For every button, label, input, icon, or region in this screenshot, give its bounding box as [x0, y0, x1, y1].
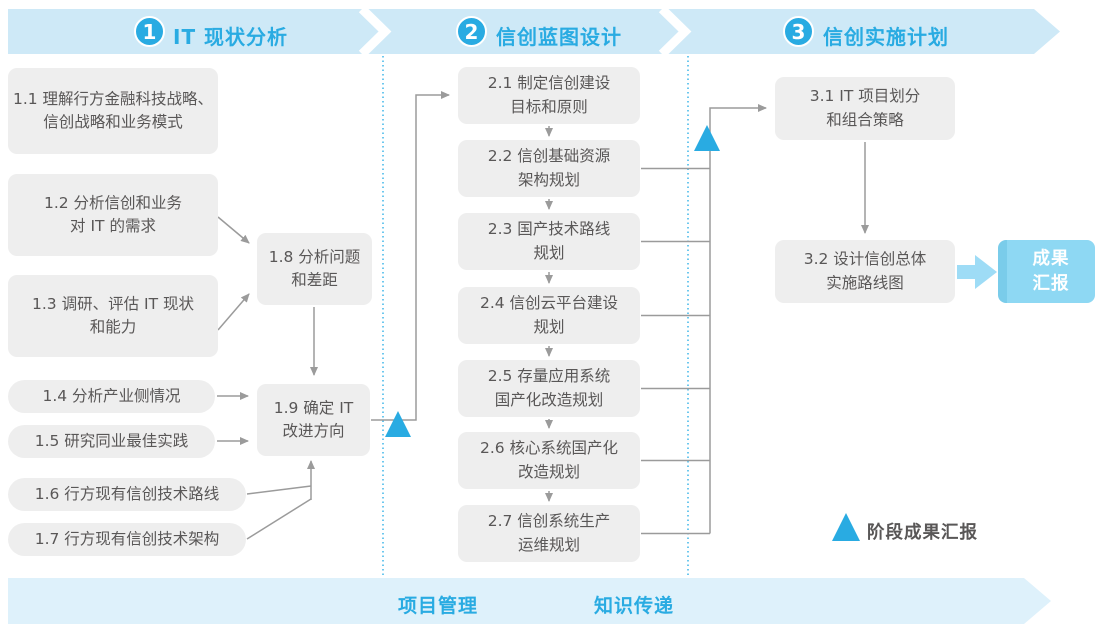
box-2-1-line1: 2.1 制定信创建设 — [487, 74, 611, 93]
box-2-5-line1: 2.5 存量应用系统 — [487, 367, 611, 386]
box-3-2-line1: 3.2 设计信创总体 — [803, 250, 927, 269]
box-3-2-line2: 实施路线图 — [826, 273, 904, 292]
box-2-3: 2.3 国产技术路线 规划 — [458, 213, 640, 270]
box-2-6-line2: 改造规划 — [517, 462, 580, 481]
box-2-4-line2: 规划 — [533, 317, 565, 336]
box-2-5: 2.5 存量应用系统 国产化改造规划 — [458, 360, 640, 417]
box-3-2: 3.2 设计信创总体 实施路线图 — [775, 240, 955, 303]
box-2-1-line2: 目标和原则 — [510, 97, 588, 116]
box-1-8: 1.8 分析问题 和差距 — [257, 233, 372, 305]
box-2-2-line2: 架构规划 — [517, 170, 580, 189]
phase-1-badge: 1 — [134, 16, 165, 47]
box-1-5: 1.5 研究同业最佳实践 — [8, 425, 215, 458]
connector-1-7-to-1-9 — [246, 498, 312, 540]
box-1-4-label: 1.4 分析产业侧情况 — [42, 386, 181, 405]
box-2-6-line1: 2.6 核心系统国产化 — [479, 439, 619, 458]
box-2-2: 2.2 信创基础资源 架构规划 — [458, 140, 640, 197]
box-2-7-line1: 2.7 信创系统生产 — [487, 512, 611, 531]
box-2-2-line1: 2.2 信创基础资源 — [487, 147, 611, 166]
ribbon-chevron-separator-1 — [358, 5, 392, 58]
box-1-6-label: 1.6 行方现有信创技术路线 — [34, 484, 220, 503]
box-1-2: 1.2 分析信创和业务 对 IT 的需求 — [8, 174, 218, 256]
milestone-triangle-phase1-icon — [385, 411, 411, 437]
box-2-1: 2.1 制定信创建设 目标和原则 — [458, 67, 640, 124]
connector-1-6-to-1-9 — [246, 485, 312, 495]
phase-3-badge: 3 — [783, 16, 814, 47]
collector-to-3-1 — [709, 104, 767, 534]
box-1-3-line2: 和能力 — [89, 318, 137, 336]
box-2-3-line2: 规划 — [533, 243, 565, 262]
box-3-1: 3.1 IT 项目划分 和组合策略 — [775, 77, 955, 140]
result-report-box: 成果 汇报 — [998, 240, 1095, 303]
box-1-5-label: 1.5 研究同业最佳实践 — [34, 431, 189, 450]
result-report-line1: 成果 — [1032, 249, 1070, 269]
box-2-4-line1: 2.4 信创云平台建设 — [479, 294, 619, 313]
box-1-1: 1.1 理解行方金融科技战略、 信创战略和业务模式 — [8, 68, 218, 154]
phase-1-title: IT 现状分析 — [173, 25, 289, 49]
box-2-3-line1: 2.3 国产技术路线 — [487, 220, 611, 239]
box-1-1-line2: 信创战略和业务模式 — [43, 113, 183, 131]
box-1-7: 1.7 行方现有信创技术架构 — [8, 523, 246, 556]
box-3-1-line2: 和组合策略 — [826, 110, 904, 129]
box-1-3: 1.3 调研、评估 IT 现状 和能力 — [8, 275, 218, 357]
result-report-line2: 汇报 — [1032, 273, 1070, 294]
phase-2-badge: 2 — [456, 16, 487, 47]
box-2-7: 2.7 信创系统生产 运维规划 — [458, 505, 640, 562]
phase-2-title: 信创蓝图设计 — [496, 25, 622, 49]
box-1-9-line2: 改进方向 — [282, 422, 345, 440]
box-1-2-line2: 对 IT 的需求 — [70, 217, 156, 235]
box-1-4: 1.4 分析产业侧情况 — [8, 380, 215, 413]
box-1-6: 1.6 行方现有信创技术路线 — [8, 478, 246, 511]
bottom-label-project-management: 项目管理 — [398, 595, 479, 617]
connector-1-2-to-1-8 — [217, 216, 250, 244]
ribbon-chevron-separator-2 — [658, 5, 692, 58]
box-2-7-line2: 运维规划 — [517, 535, 580, 554]
box-2-5-line2: 国产化改造规划 — [494, 390, 604, 409]
box-2-6: 2.6 核心系统国产化 改造规划 — [458, 432, 640, 489]
bottom-label-knowledge-transfer: 知识传递 — [594, 595, 675, 617]
box-1-9-line1: 1.9 确定 IT — [273, 398, 354, 417]
legend-triangle-icon — [832, 513, 860, 541]
box-1-8-line1: 1.8 分析问题 — [268, 247, 361, 266]
bottom-ribbon-banner — [8, 578, 1051, 624]
box-1-7-label: 1.7 行方现有信创技术架构 — [34, 529, 220, 548]
box-1-9: 1.9 确定 IT 改进方向 — [257, 384, 370, 456]
legend-label: 阶段成果汇报 — [867, 523, 978, 543]
box-2-4: 2.4 信创云平台建设 规划 — [458, 287, 640, 344]
box-1-8-line2: 和差距 — [291, 271, 338, 289]
box-3-1-line1: 3.1 IT 项目划分 — [809, 87, 921, 106]
box-1-2-line1: 1.2 分析信创和业务 — [43, 193, 183, 212]
milestone-triangle-phase2-icon — [694, 125, 720, 151]
box-1-3-line1: 1.3 调研、评估 IT 现状 — [32, 294, 194, 313]
phase-3-title: 信创实施计划 — [823, 25, 949, 49]
result-arrow-icon — [957, 255, 997, 289]
box-1-1-line1: 1.1 理解行方金融科技战略、 — [12, 89, 214, 108]
connector-1-3-to-1-8 — [217, 293, 250, 331]
